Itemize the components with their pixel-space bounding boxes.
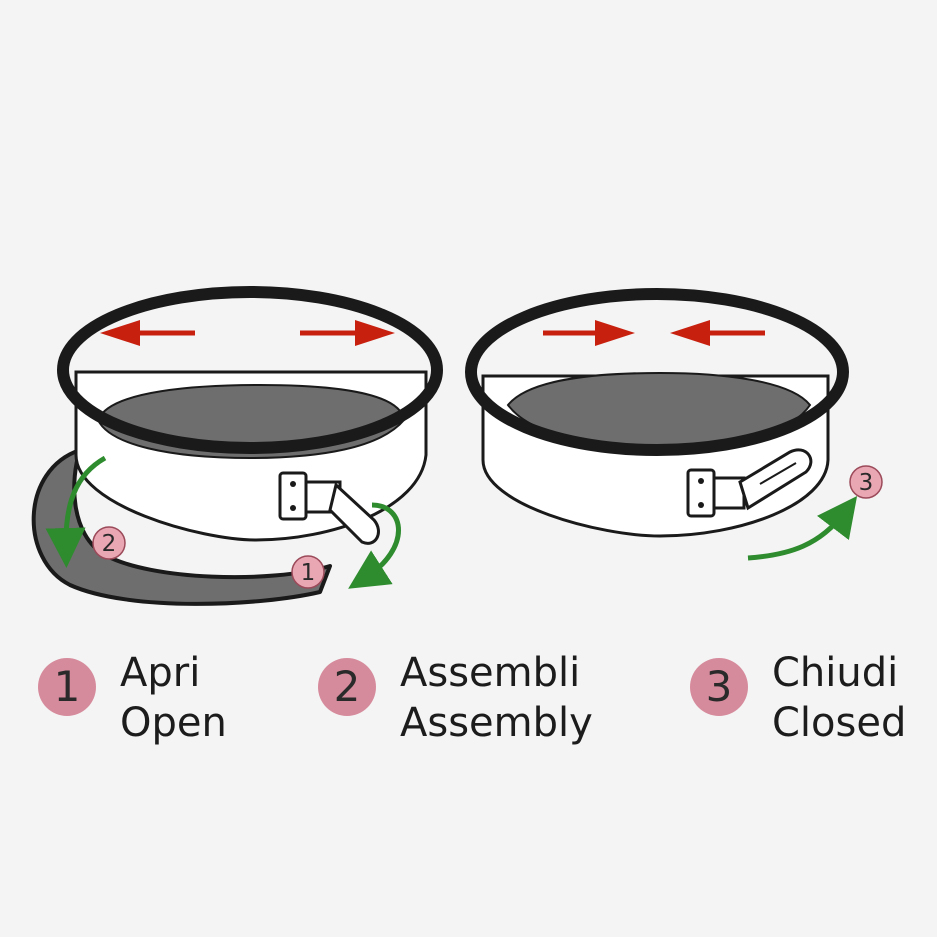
- step-number-badge: 3: [690, 658, 748, 716]
- step-label-italian: Assembli: [400, 650, 581, 696]
- step-label-english: Closed: [772, 700, 907, 746]
- step-labels: Assembli Assembly: [400, 648, 593, 748]
- pan-rim: [57, 286, 443, 454]
- green-curved-arrow-icon: [348, 502, 401, 589]
- svg-text:3: 3: [859, 470, 874, 496]
- step-label-english: Assembly: [400, 700, 593, 746]
- green-curved-arrow-icon: [747, 496, 858, 561]
- step-number-badge: 1: [38, 658, 96, 716]
- svg-text:1: 1: [301, 560, 316, 586]
- marker-2-badge: 2: [92, 526, 126, 560]
- step-number-badge: 2: [318, 658, 376, 716]
- pan-rim: [465, 288, 849, 456]
- step-label-italian: Apri: [120, 650, 201, 696]
- springform-pan-open-icon: 2 1: [31, 286, 443, 606]
- step-label-english: Open: [120, 700, 227, 746]
- marker-3-badge: 3: [849, 465, 883, 499]
- latch-clasp-icon: [686, 448, 813, 518]
- svg-text:2: 2: [102, 531, 117, 557]
- marker-1-badge: 1: [291, 555, 325, 589]
- step-labels: Chiudi Closed: [772, 648, 906, 748]
- step-labels: Apri Open: [120, 648, 227, 748]
- red-arrow-outward-icon: [100, 320, 395, 346]
- red-arrow-inward-icon: [543, 320, 765, 346]
- step-label-italian: Chiudi: [772, 650, 899, 696]
- green-curved-arrow-icon: [45, 455, 107, 568]
- latch-clasp-icon: [278, 471, 380, 545]
- springform-pan-closed-icon: 3: [465, 288, 883, 561]
